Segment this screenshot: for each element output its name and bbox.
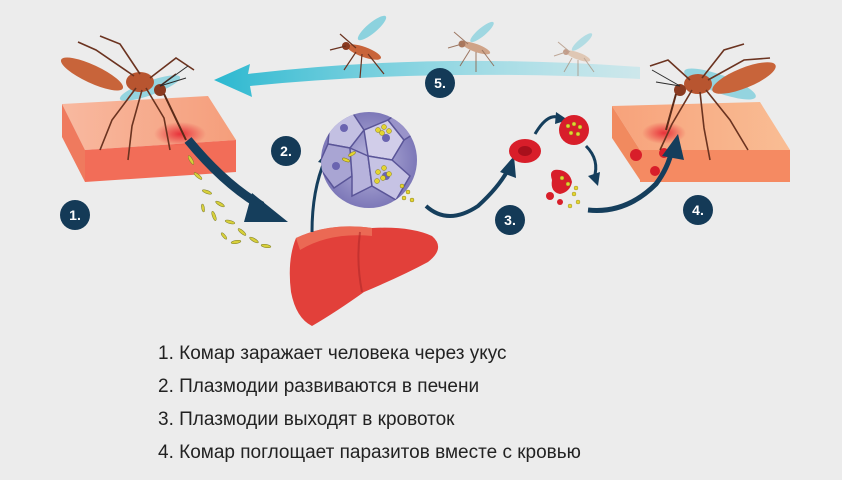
mosquito-icon <box>60 35 195 161</box>
step-badge-5: 5. <box>425 68 455 98</box>
step-badge-1: 1. <box>60 200 90 230</box>
arrow-skin-to-liver <box>184 137 288 222</box>
skin-section-icon <box>612 102 790 182</box>
legend-list: 1. Комар заражает человека через укус 2.… <box>158 337 581 469</box>
step-badge-4: 4. <box>683 195 713 225</box>
liver-icon <box>289 226 439 326</box>
arrow-cells-to-blood <box>424 156 516 218</box>
legend-item: 1. Комар заражает человека через укус <box>158 343 507 364</box>
legend-item: 4. Комар поглощает паразитов вместе с кр… <box>158 442 581 463</box>
step-badge-3: 3. <box>495 205 525 235</box>
mosquito-icon <box>447 21 495 72</box>
legend-item: 2. Плазмодии развиваются в печени <box>158 376 480 397</box>
mosquito-icon <box>649 43 776 161</box>
liver-cells-icon <box>321 112 417 208</box>
legend-item: 3. Плазмодии выходят в кровоток <box>158 409 455 430</box>
mosquito-icon <box>553 33 595 76</box>
arrow-blood-to-skin <box>587 134 684 213</box>
return-arrow <box>214 60 640 97</box>
step-badge-2: 2. <box>271 136 301 166</box>
mosquito-icon <box>329 15 387 79</box>
parasite-icon <box>187 155 272 249</box>
red-blood-cell-icon <box>509 112 600 209</box>
